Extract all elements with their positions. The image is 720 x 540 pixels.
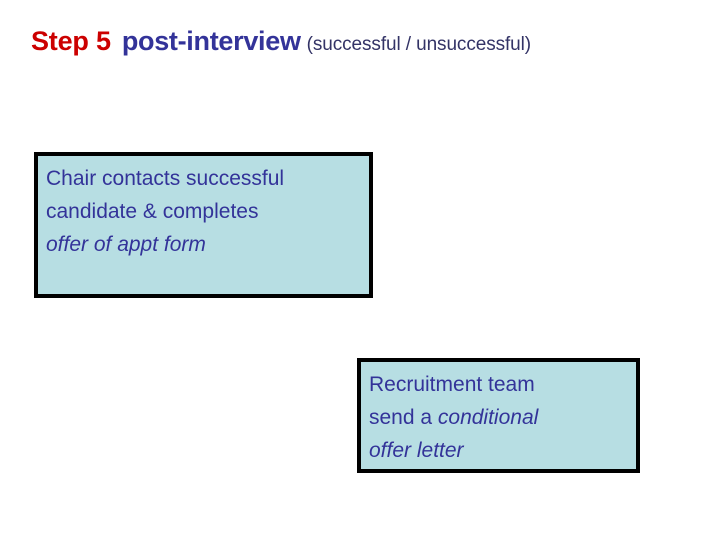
process-box-recruitment-team-text: Recruitment team send a conditional offe… xyxy=(361,362,636,467)
title-main-label: post-interview xyxy=(121,26,301,56)
process-box-line: candidate & completes xyxy=(46,200,259,223)
process-box-recruitment-team: Recruitment team send a conditional offe… xyxy=(357,358,640,473)
process-box-line-plain: send a xyxy=(369,406,438,429)
process-box-line-emphasis: conditional xyxy=(437,406,539,429)
process-box-line: Recruitment team xyxy=(369,373,535,396)
title-parenthetical: (successful / unsuccessful) xyxy=(306,34,531,55)
process-box-line-emphasis: offer letter xyxy=(369,439,464,462)
process-box-line-emphasis: offer of appt form xyxy=(46,233,206,256)
title-step-label: Step 5 xyxy=(31,26,111,56)
process-box-line: Chair contacts successful xyxy=(46,167,285,190)
process-box-chair-contacts: Chair contacts successful candidate & co… xyxy=(34,152,373,298)
page-title: Step 5 post-interview(successful / unsucc… xyxy=(31,28,531,55)
process-box-chair-contacts-text: Chair contacts successful candidate & co… xyxy=(38,156,369,261)
process-box-line-mixed: send a conditional xyxy=(369,401,632,434)
